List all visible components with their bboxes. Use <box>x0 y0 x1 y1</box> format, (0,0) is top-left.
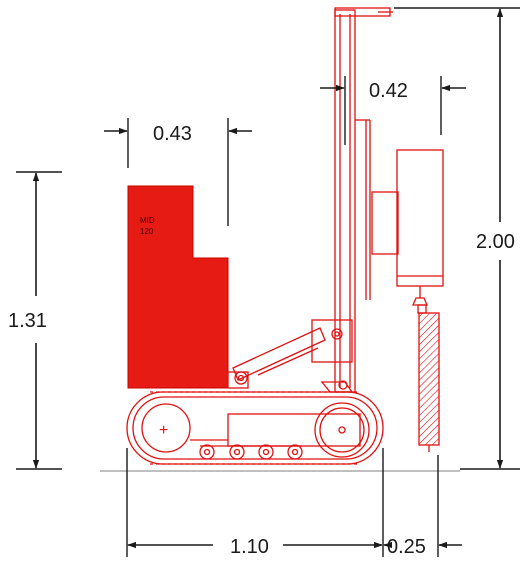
crawler-track: + <box>126 391 384 465</box>
dimension-label-track-length: 1.10 <box>230 536 269 558</box>
dimension-body-height: 1.31 <box>8 171 62 470</box>
lift-cylinder <box>227 319 354 393</box>
dimension-total-height: 2.00 <box>394 7 520 470</box>
dimension-label-mast-offset: 0.42 <box>369 80 408 102</box>
body-label-line1: MID <box>140 216 155 225</box>
dimension-body-width: 0.43 <box>104 118 252 226</box>
drill-head <box>371 149 444 314</box>
svg-text:+: + <box>159 422 168 439</box>
dimension-label-body-width: 0.43 <box>153 123 192 145</box>
dimension-track-length: 1.10 <box>126 448 384 558</box>
mast <box>334 7 393 393</box>
dimension-mast-offset: 0.42 <box>320 76 466 145</box>
body-label-line2: 120 <box>140 227 154 236</box>
dimension-label-body-height: 1.31 <box>8 310 47 332</box>
auger-tool <box>418 312 440 452</box>
dimension-label-tool-offset: 0.25 <box>387 536 426 558</box>
dimension-label-total-height: 2.00 <box>476 231 515 253</box>
dimension-tool-offset: 0.25 <box>383 455 462 558</box>
engine-body <box>127 185 229 389</box>
